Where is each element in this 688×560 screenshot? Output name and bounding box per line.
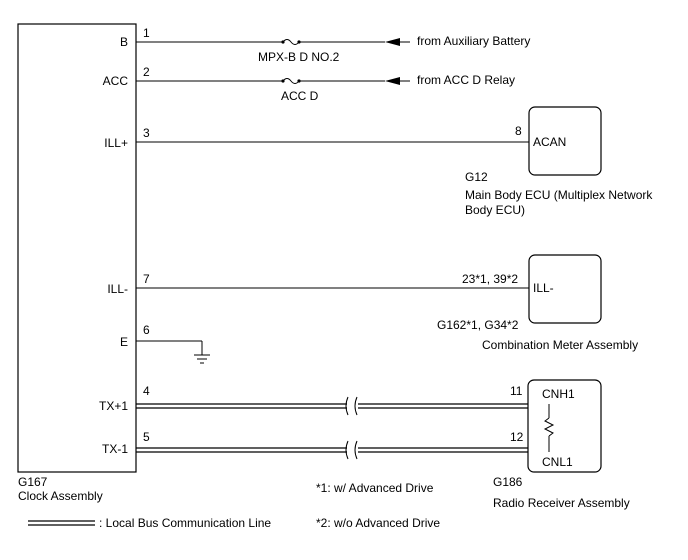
pin-1: 1	[143, 26, 150, 40]
meter-name: Combination Meter Assembly	[482, 338, 638, 352]
note-no-advanced-drive: *2: w/o Advanced Drive	[316, 516, 440, 530]
fuse-mpx-b-label: MPX-B D NO.2	[258, 50, 340, 64]
bus-line-tx-plus	[136, 396, 528, 416]
legend-bus-line-icon	[28, 520, 95, 526]
fuse-acc-label: ACC D	[281, 89, 319, 103]
clock-name: Clock Assembly	[18, 489, 103, 503]
terminal-tx-plus-label: TX+1	[99, 399, 128, 413]
source-aux-battery: from Auxiliary Battery	[417, 34, 530, 48]
terminal-acc-label: ACC	[103, 74, 129, 88]
ecu-name: Main Body ECU (Multiplex Network	[465, 188, 653, 202]
terminal-ill-minus-label: ILL-	[107, 282, 128, 296]
radio-terminal-cnl1: CNL1	[542, 455, 573, 469]
bus-line-tx-minus	[136, 440, 528, 460]
terminal-e-label: E	[120, 335, 128, 349]
radio-pin-11: 11	[510, 384, 523, 398]
radio-terminal-cnh1: CNH1	[542, 387, 575, 401]
terminal-tx-minus-label: TX-1	[102, 442, 128, 456]
terminal-ill-plus-label: ILL+	[104, 136, 128, 150]
pin-4: 4	[143, 384, 150, 398]
radio-id: G186	[493, 475, 523, 489]
meter-id: G162*1, G34*2	[437, 318, 519, 332]
meter-terminal-ill-minus: ILL-	[533, 281, 554, 295]
source-acc-relay: from ACC D Relay	[417, 73, 515, 87]
pin-5: 5	[143, 430, 150, 444]
clock-id: G167	[18, 475, 48, 489]
ecu-id: G12	[465, 170, 488, 184]
fuse-mpx-b-dot-left	[281, 40, 285, 44]
ecu-pin: 8	[515, 124, 522, 138]
arrow-aux-battery	[385, 38, 400, 46]
termination-resistor-icon	[543, 404, 555, 452]
pin-3: 3	[143, 126, 150, 140]
clock-assembly-box	[17, 23, 137, 473]
ground-icon	[194, 354, 210, 364]
radio-pin-12: 12	[510, 430, 524, 444]
meter-pin: 23*1, 39*2	[462, 272, 518, 286]
legend-bus-line-label: : Local Bus Communication Line	[99, 516, 271, 530]
pin-2: 2	[143, 65, 150, 79]
pin-6: 6	[143, 323, 150, 337]
ecu-terminal-acan: ACAN	[533, 135, 566, 149]
arrow-acc-relay	[385, 77, 400, 85]
fuse-acc-symbol	[282, 78, 300, 84]
combination-meter-box	[528, 254, 602, 324]
main-body-ecu-box	[528, 106, 602, 176]
ecu-name-line2: Body ECU)	[465, 203, 525, 217]
radio-name: Radio Receiver Assembly	[493, 496, 630, 510]
fuse-acc-dot-left	[281, 79, 285, 83]
terminal-b-label: B	[120, 35, 128, 49]
fuse-mpx-b-symbol	[282, 39, 300, 45]
note-advanced-drive: *1: w/ Advanced Drive	[316, 481, 434, 495]
pin-7: 7	[143, 272, 150, 286]
radio-receiver-box	[527, 379, 602, 473]
